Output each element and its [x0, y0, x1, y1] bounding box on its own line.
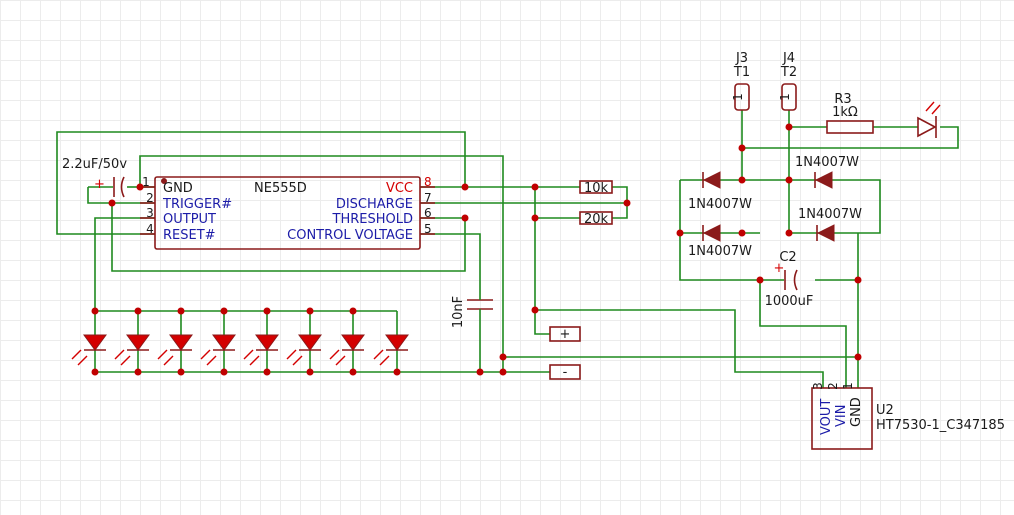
- resistor-10k[interactable]: 10k: [579, 180, 613, 196]
- wire-trigger-threshold-loop: [111, 203, 466, 272]
- ne555-chip[interactable]: NE555D 1 2 3 4 GND TRIGGER# OUTPUT RESET…: [140, 175, 435, 250]
- led-7[interactable]: [329, 311, 365, 372]
- wire-c1-trigger: [87, 187, 155, 204]
- indicator-led[interactable]: [917, 101, 941, 138]
- wire-vcc-reset-loop: [56, 131, 466, 235]
- capacitor-c2[interactable]: C2 + 1000uF: [760, 250, 813, 309]
- capacitor-c1[interactable]: + 2.2uF/50v: [62, 157, 140, 198]
- led-3[interactable]: [157, 311, 193, 372]
- d3-label: 1N4007W: [798, 207, 862, 222]
- led-8[interactable]: [373, 311, 409, 372]
- wire-plus-terminal: [534, 187, 550, 335]
- wire-control: [420, 233, 481, 290]
- c10nf-value: 10nF: [451, 296, 466, 328]
- connector-j3[interactable]: J3 T1 1: [731, 51, 750, 111]
- wire-c2-neg: [759, 280, 847, 388]
- ne555-name: NE555D: [254, 181, 307, 196]
- pin-output-label: OUTPUT: [163, 212, 216, 227]
- u2-pin-1: 1: [841, 382, 855, 390]
- pin-reset-label: RESET#: [163, 228, 216, 243]
- led-6[interactable]: [286, 311, 322, 372]
- c1-value: 2.2uF/50v: [62, 157, 127, 172]
- r10k-value: 10k: [584, 181, 609, 196]
- pin-trigger-label: TRIGGER#: [162, 197, 232, 212]
- j3-ref: J3: [735, 51, 748, 66]
- resistor-r3[interactable]: R3 1kΩ: [826, 92, 874, 134]
- c1-plus: +: [94, 177, 105, 192]
- terminal-plus-label: +: [560, 327, 571, 342]
- d4-label: 1N4007W: [688, 244, 752, 259]
- pin-control-label: CONTROL VOLTAGE: [287, 228, 413, 243]
- pin-4-number: 4: [146, 222, 154, 236]
- u2-ref: U2: [876, 403, 894, 418]
- diode-top-right[interactable]: 1N4007W: [795, 155, 859, 189]
- r3-ref: R3: [834, 92, 851, 107]
- u2-vin-label: VIN: [834, 405, 849, 427]
- led-2[interactable]: [114, 311, 150, 372]
- j3-name: T1: [733, 65, 750, 80]
- pin-vcc-label: VCC: [386, 181, 413, 196]
- pin-1-number: 1: [142, 175, 150, 189]
- resistor-20k[interactable]: 20k: [579, 211, 613, 227]
- wire-bridge-left: [679, 180, 760, 281]
- wire-led-return: [742, 126, 959, 149]
- pin-6-number: 6: [424, 206, 432, 220]
- terminal-minus-label: -: [563, 365, 568, 380]
- pin-7-number: 7: [424, 191, 432, 205]
- c2-value: 1000uF: [765, 294, 814, 309]
- u2-pin-3: 3: [811, 382, 825, 390]
- u2-part: HT7530-1_C347185: [876, 418, 1005, 433]
- regulator-u2[interactable]: 3 2 1 VOUT VIN GND U2 HT7530-1_C347185: [811, 382, 1005, 450]
- pin-3-number: 3: [146, 206, 154, 220]
- pin-2-number: 2: [146, 191, 154, 205]
- junctions: [91, 123, 862, 376]
- pin-5-number: 5: [424, 222, 432, 236]
- ne555-body: [154, 176, 421, 250]
- terminal-plus[interactable]: +: [549, 326, 581, 342]
- led-4[interactable]: [200, 311, 236, 372]
- wire-output: [94, 217, 155, 311]
- pin-discharge-label: DISCHARGE: [336, 197, 413, 212]
- pin-gnd-label: GND: [163, 181, 193, 196]
- j4-name: T2: [780, 65, 797, 80]
- d2-label: 1N4007W: [795, 155, 859, 170]
- wire-j4: [788, 110, 827, 128]
- pin-8-number: 8: [424, 175, 432, 189]
- j3-pin: 1: [731, 93, 745, 101]
- diode-top-left[interactable]: 1N4007W: [688, 171, 752, 212]
- c2-plus: +: [774, 261, 785, 276]
- diode-bottom-right[interactable]: 1N4007W: [798, 207, 862, 242]
- wire-gnd-bus: [139, 155, 504, 372]
- pin-threshold-label: THRESHOLD: [332, 212, 413, 227]
- wire-vout: [535, 309, 824, 388]
- u2-pin-2: 2: [826, 382, 840, 390]
- pin1-marker: [161, 178, 167, 184]
- capacitor-10nf[interactable]: 10nF: [451, 290, 493, 328]
- u2-vout-label: VOUT: [819, 399, 834, 435]
- r3-value: 1kΩ: [832, 105, 858, 120]
- led-5[interactable]: [243, 311, 279, 372]
- connector-j4[interactable]: J4 T2 1: [778, 51, 797, 111]
- d1-label: 1N4007W: [688, 197, 752, 212]
- terminal-minus[interactable]: -: [549, 364, 581, 380]
- c2-ref: C2: [779, 250, 796, 265]
- u2-gnd-label: GND: [849, 397, 864, 427]
- diode-bottom-left[interactable]: 1N4007W: [688, 224, 752, 259]
- j4-pin: 1: [778, 93, 792, 101]
- r20k-value: 20k: [584, 212, 609, 227]
- led-array: [71, 311, 409, 372]
- led-1[interactable]: [71, 311, 107, 372]
- j4-ref: J4: [782, 51, 795, 66]
